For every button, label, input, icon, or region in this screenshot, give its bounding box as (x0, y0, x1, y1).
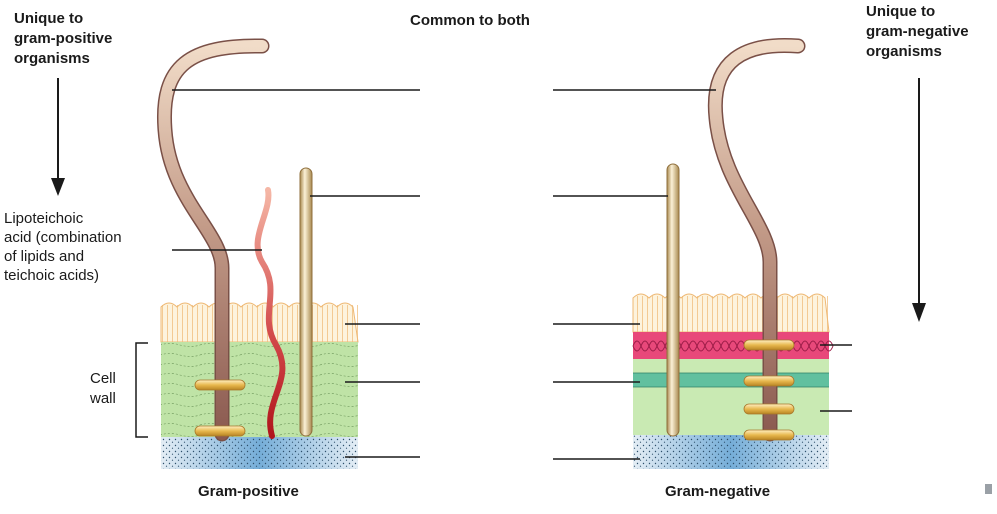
cell-wall-bracket (135, 342, 148, 438)
leader-lines (172, 89, 852, 460)
gp-peptidoglycan-layer (161, 342, 358, 437)
gp-capsule-layer (160, 302, 359, 343)
gp-basal-ring-upper (194, 379, 246, 391)
lipoteichoic-acid-strand (254, 187, 286, 439)
gram-positive-envelope (160, 302, 359, 469)
gn-basal-ring-3 (743, 403, 795, 415)
edge-mark (985, 484, 992, 494)
label-lipoteichoic-acid: Lipoteichoic acid (combination of lipids… (4, 210, 122, 284)
heading-common-to-both: Common to both (410, 12, 530, 29)
caption-gram-negative: Gram-negative (665, 483, 771, 500)
right-down-arrow (912, 78, 926, 322)
gn-cytoplasmic-membrane (633, 435, 829, 469)
heading-gram-negative-unique: Unique to gram-negative organisms (866, 3, 969, 60)
gn-basal-ring-1 (743, 339, 795, 351)
gn-capsule-layer (632, 293, 830, 333)
gn-outer-membrane (632, 332, 834, 359)
gram-negative-envelope (632, 293, 834, 469)
gp-pilus (299, 167, 313, 437)
left-down-arrow (51, 78, 65, 196)
gp-basal-ring-lower (194, 425, 246, 437)
gn-pilus (666, 163, 680, 437)
gn-periplasm (633, 359, 829, 435)
label-cell-wall: Cell wall (90, 370, 116, 407)
caption-gram-positive: Gram-positive (198, 483, 299, 500)
heading-gram-positive-unique: Unique to gram-positive organisms (14, 10, 113, 67)
gp-cytoplasmic-membrane (161, 437, 358, 469)
gn-basal-ring-2 (743, 375, 795, 387)
gn-basal-ring-4 (743, 429, 795, 441)
